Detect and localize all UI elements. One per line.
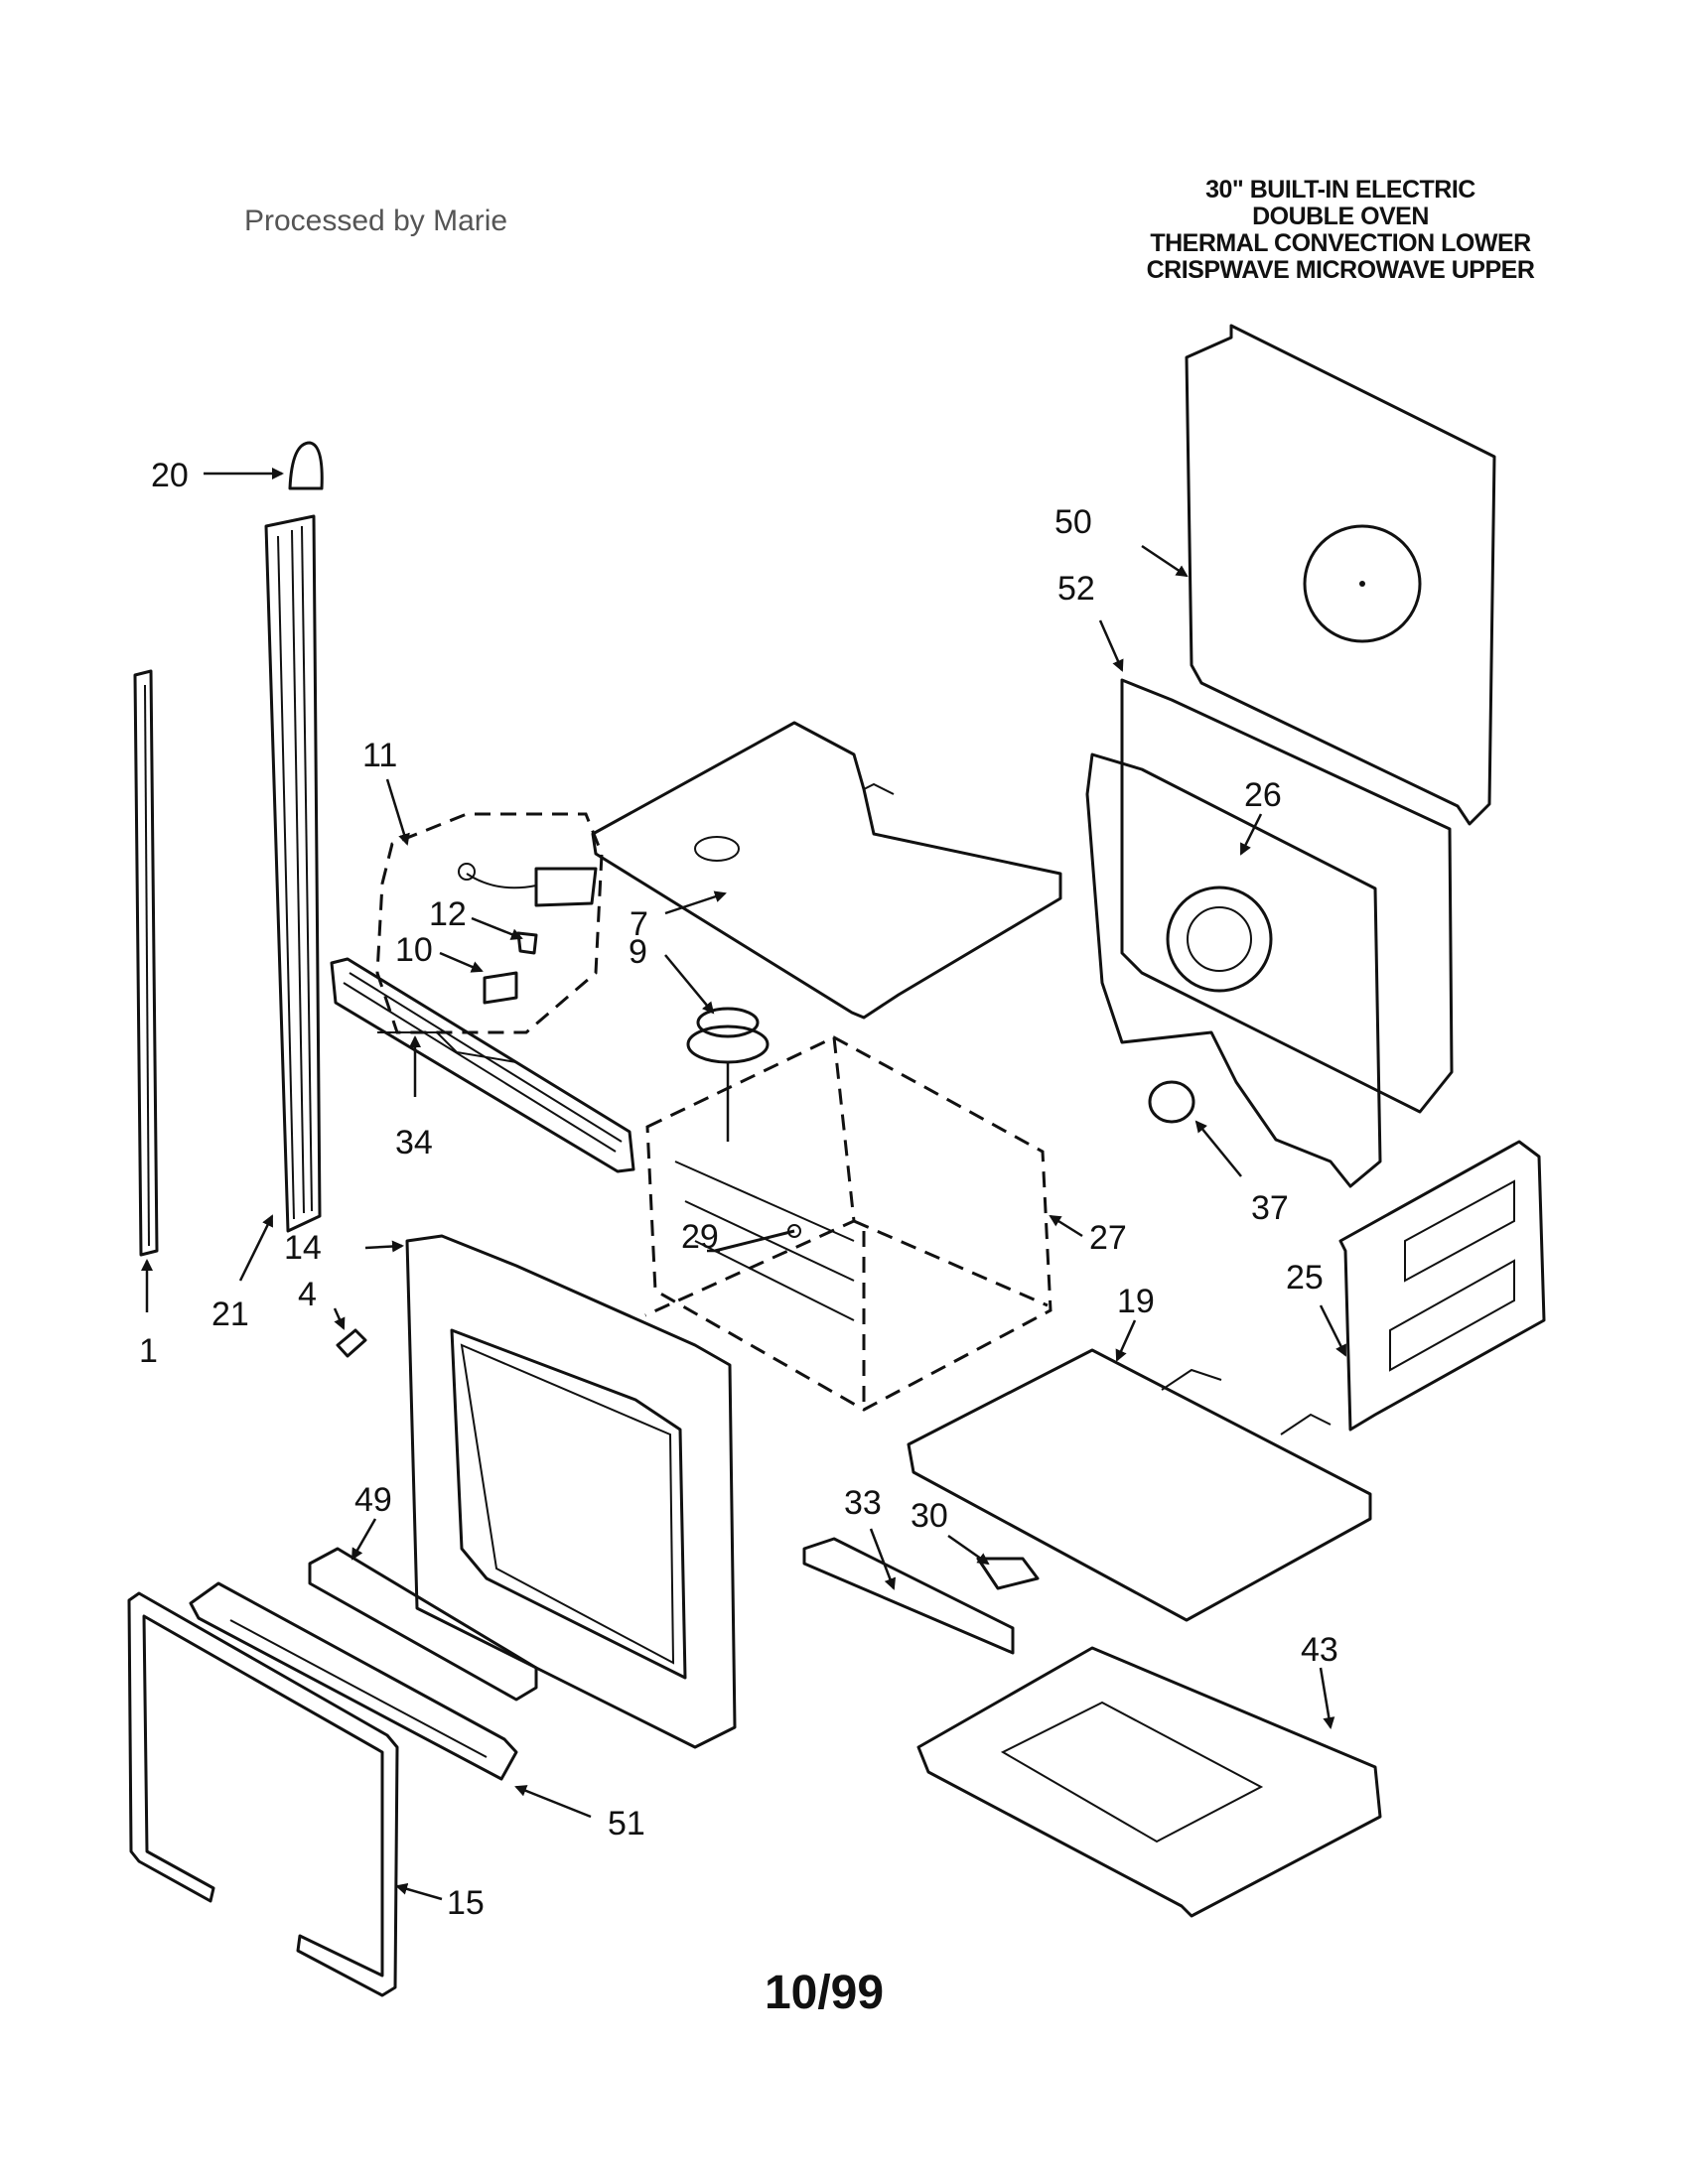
callout-21: 21: [211, 1296, 249, 1333]
callout-1: 1: [139, 1332, 158, 1370]
part-21-side-trim: [264, 514, 322, 1233]
part-19-bottom-tray: [907, 1348, 1372, 1622]
part-30-bracket: [976, 1557, 1040, 1590]
diagram-title: 30" BUILT-IN ELECTRIC DOUBLE OVEN THERMA…: [1082, 177, 1599, 284]
part-20-end-cap: [288, 441, 324, 490]
title-line: THERMAL CONVECTION LOWER: [1150, 229, 1531, 257]
part-15-door-gasket: [127, 1591, 399, 1997]
part-52-mid-back-panel: [1120, 678, 1454, 1114]
part-37-gasket: [1148, 1080, 1195, 1124]
part-33-rail: [802, 1537, 1015, 1655]
callout-27: 27: [1089, 1219, 1127, 1257]
part-50-upper-back-panel: [1185, 324, 1496, 826]
part-51-lower-vent-trim: [189, 1581, 518, 1781]
part-11-lamp-assembly: [375, 812, 604, 1034]
title-line: DOUBLE OVEN: [1252, 203, 1429, 230]
callout-12: 12: [429, 895, 467, 933]
callout-37: 37: [1251, 1189, 1289, 1227]
part-14-front-frame: [405, 1234, 737, 1749]
callout-34: 34: [395, 1124, 433, 1161]
watermark-text: Processed by Marie: [244, 205, 508, 237]
callout-43: 43: [1301, 1631, 1338, 1669]
revision-date: 10/99: [764, 1967, 885, 2019]
callout-11: 11: [362, 737, 397, 774]
callout-14: 14: [284, 1229, 322, 1267]
part-9-motor: [686, 1007, 770, 1142]
callout-7: 7: [630, 905, 648, 943]
part-7-top-cover: [591, 721, 1062, 1020]
part-34-vent-grille: [330, 957, 635, 1173]
callout-4: 4: [298, 1276, 317, 1313]
part-4-screw: [336, 1328, 367, 1358]
part-1-trim-strip: [133, 669, 159, 1257]
callout-29: 29: [681, 1218, 719, 1256]
leader-lines: [141, 468, 1347, 1901]
callout-15: 15: [447, 1884, 485, 1922]
callout-9: 9: [629, 933, 647, 971]
callout-10: 10: [395, 931, 433, 969]
callout-30: 30: [911, 1497, 948, 1535]
title-line: 30" BUILT-IN ELECTRIC: [1205, 176, 1475, 204]
part-27-oven-cavity: [644, 1035, 1052, 1412]
title-line: CRISPWAVE MICROWAVE UPPER: [1146, 256, 1535, 284]
callout-19: 19: [1117, 1283, 1155, 1320]
callout-49: 49: [354, 1481, 392, 1519]
part-49-channel: [308, 1547, 538, 1702]
callout-33: 33: [844, 1484, 882, 1522]
callout-50: 50: [1054, 503, 1092, 541]
callout-20: 20: [151, 457, 189, 494]
part-43-bottom-pan: [916, 1646, 1382, 1918]
callout-52: 52: [1057, 570, 1095, 608]
part-25-side-panel: [1338, 1140, 1546, 1432]
part-26-convection-panel: [1085, 752, 1382, 1188]
callout-51: 51: [608, 1805, 645, 1843]
callout-26: 26: [1244, 776, 1282, 814]
part-29-element: [714, 1224, 801, 1253]
callout-numbers: 20 1 21 11 12 10 9 7 34 14 4 29 27 50 52…: [139, 457, 1338, 1922]
callout-25: 25: [1286, 1259, 1324, 1297]
